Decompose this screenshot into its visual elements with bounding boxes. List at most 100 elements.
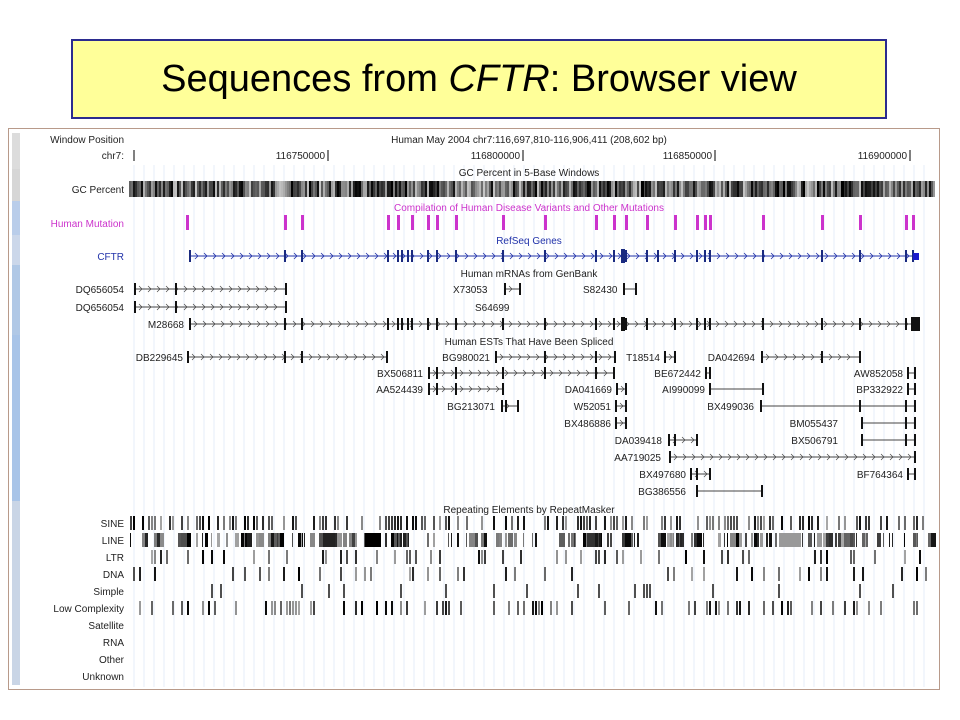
est-label[interactable]: AW852058 — [854, 369, 904, 380]
mutation-mark — [646, 215, 649, 230]
est-label[interactable]: BG213071 — [447, 402, 495, 413]
repeat-block — [781, 516, 783, 530]
gc-bar — [905, 181, 907, 197]
repeat-label-line[interactable]: LINE — [102, 536, 125, 547]
gc-bar — [559, 181, 561, 197]
track-bar-gc[interactable] — [12, 169, 20, 201]
gc-bar — [239, 181, 241, 197]
repeat-block — [277, 533, 278, 547]
transcript-exon — [709, 318, 711, 330]
mrna-label-2[interactable]: DQ656054 — [76, 303, 125, 314]
strand-arrow — [810, 353, 815, 361]
est-label[interactable]: DA042694 — [708, 353, 756, 364]
repeat-block — [445, 584, 447, 598]
est-label[interactable]: BF764364 — [857, 470, 904, 481]
gc-bar — [161, 181, 163, 197]
gc-bar — [703, 181, 705, 197]
repeat-block — [406, 533, 408, 547]
repeat-label-sine[interactable]: SINE — [101, 519, 125, 530]
gc-track — [129, 181, 935, 197]
est-label[interactable]: BX499036 — [707, 402, 754, 413]
track-bar-est[interactable] — [12, 335, 20, 501]
est-label[interactable]: DA041669 — [565, 385, 613, 396]
mrna-track[interactable]: DQ656054 DQ656054 M28668 X73053 S64699 S… — [76, 283, 920, 331]
track-bar-repeats[interactable] — [12, 501, 20, 685]
est-label[interactable]: BP332922 — [856, 385, 903, 396]
track-bar-refseq[interactable] — [12, 235, 20, 265]
repeat-label-ltr[interactable]: LTR — [106, 553, 124, 564]
refseq-track[interactable] — [189, 249, 919, 263]
strand-arrow — [263, 353, 268, 361]
gc-bar — [287, 181, 289, 197]
est-label[interactable]: AI990099 — [662, 385, 705, 396]
est-label[interactable]: DB229645 — [136, 353, 184, 364]
repeat-block — [667, 567, 669, 581]
repeat-label-satellite[interactable]: Satellite — [88, 621, 124, 632]
gc-bar — [933, 181, 935, 197]
repeat-block — [511, 516, 513, 530]
gc-bar — [857, 181, 859, 197]
strand-arrow — [329, 252, 334, 260]
est-label[interactable]: T18514 — [626, 353, 660, 364]
gc-label[interactable]: GC Percent — [72, 185, 124, 196]
est-label[interactable]: BG980021 — [442, 353, 490, 364]
repeat-block — [199, 516, 201, 530]
gc-bar — [835, 181, 837, 197]
strand-arrow — [138, 303, 143, 311]
mrna-label-6[interactable]: S82430 — [583, 285, 618, 296]
est-header: Human ESTs That Have Been Spliced — [445, 337, 614, 348]
mrna-label-1[interactable]: DQ656054 — [76, 285, 125, 296]
mutation-label[interactable]: Human Mutation — [51, 219, 124, 230]
gc-bar — [171, 181, 173, 197]
repeat-label-other[interactable]: Other — [99, 655, 125, 666]
refseq-label[interactable]: CFTR — [97, 252, 124, 263]
repeat-block — [853, 601, 855, 615]
est-label[interactable]: AA524439 — [376, 385, 423, 396]
gc-bar — [235, 181, 237, 197]
est-label[interactable]: W52051 — [574, 402, 612, 413]
mrna-label-4[interactable]: X73053 — [453, 285, 488, 296]
strand-arrow — [317, 353, 322, 361]
est-label[interactable]: BX497680 — [639, 470, 686, 481]
est-label[interactable]: DA039418 — [615, 436, 663, 447]
mrna-label-3[interactable]: M28668 — [148, 320, 185, 331]
repeat-block — [865, 533, 866, 547]
repeat-block — [556, 601, 558, 615]
est-label[interactable]: AA719025 — [614, 453, 661, 464]
repeat-block — [850, 533, 854, 547]
repeat-block — [916, 516, 918, 530]
repeat-label-unknown[interactable]: Unknown — [82, 672, 124, 683]
repeat-block — [484, 550, 486, 564]
repeat-block — [781, 601, 783, 615]
repeat-label-rna[interactable]: RNA — [103, 638, 124, 649]
track-bar-mrna[interactable] — [12, 265, 20, 335]
est-label[interactable]: BX506791 — [791, 436, 838, 447]
gc-bar — [787, 181, 789, 197]
gc-bar — [693, 181, 695, 197]
track-group-bars[interactable] — [12, 133, 20, 685]
mrna-label-5[interactable]: S64699 — [475, 303, 510, 314]
strand-arrow — [562, 353, 567, 361]
est-label[interactable]: BM055437 — [790, 419, 839, 430]
gc-bar — [745, 181, 747, 197]
strand-arrow — [689, 252, 694, 260]
repeat-label-simple[interactable]: Simple — [93, 587, 124, 598]
gc-bar — [131, 181, 133, 197]
strand-arrow — [266, 252, 271, 260]
est-label[interactable]: BG386556 — [638, 487, 686, 498]
track-bar-mutation[interactable] — [12, 201, 20, 235]
strand-arrow — [688, 320, 693, 328]
gc-bar — [613, 181, 615, 197]
repeat-block — [271, 516, 273, 530]
gc-bar — [595, 181, 597, 197]
est-label[interactable]: BE672442 — [654, 369, 701, 380]
strand-arrow — [210, 303, 215, 311]
strand-arrow — [703, 470, 708, 478]
est-label[interactable]: BX486886 — [564, 419, 611, 430]
repeat-label-low-complexity[interactable]: Low Complexity — [53, 604, 124, 615]
repeat-label-dna[interactable]: DNA — [103, 570, 124, 581]
track-bar-position[interactable] — [12, 133, 20, 169]
gc-bar — [225, 181, 227, 197]
est-label[interactable]: BX506811 — [377, 369, 423, 380]
